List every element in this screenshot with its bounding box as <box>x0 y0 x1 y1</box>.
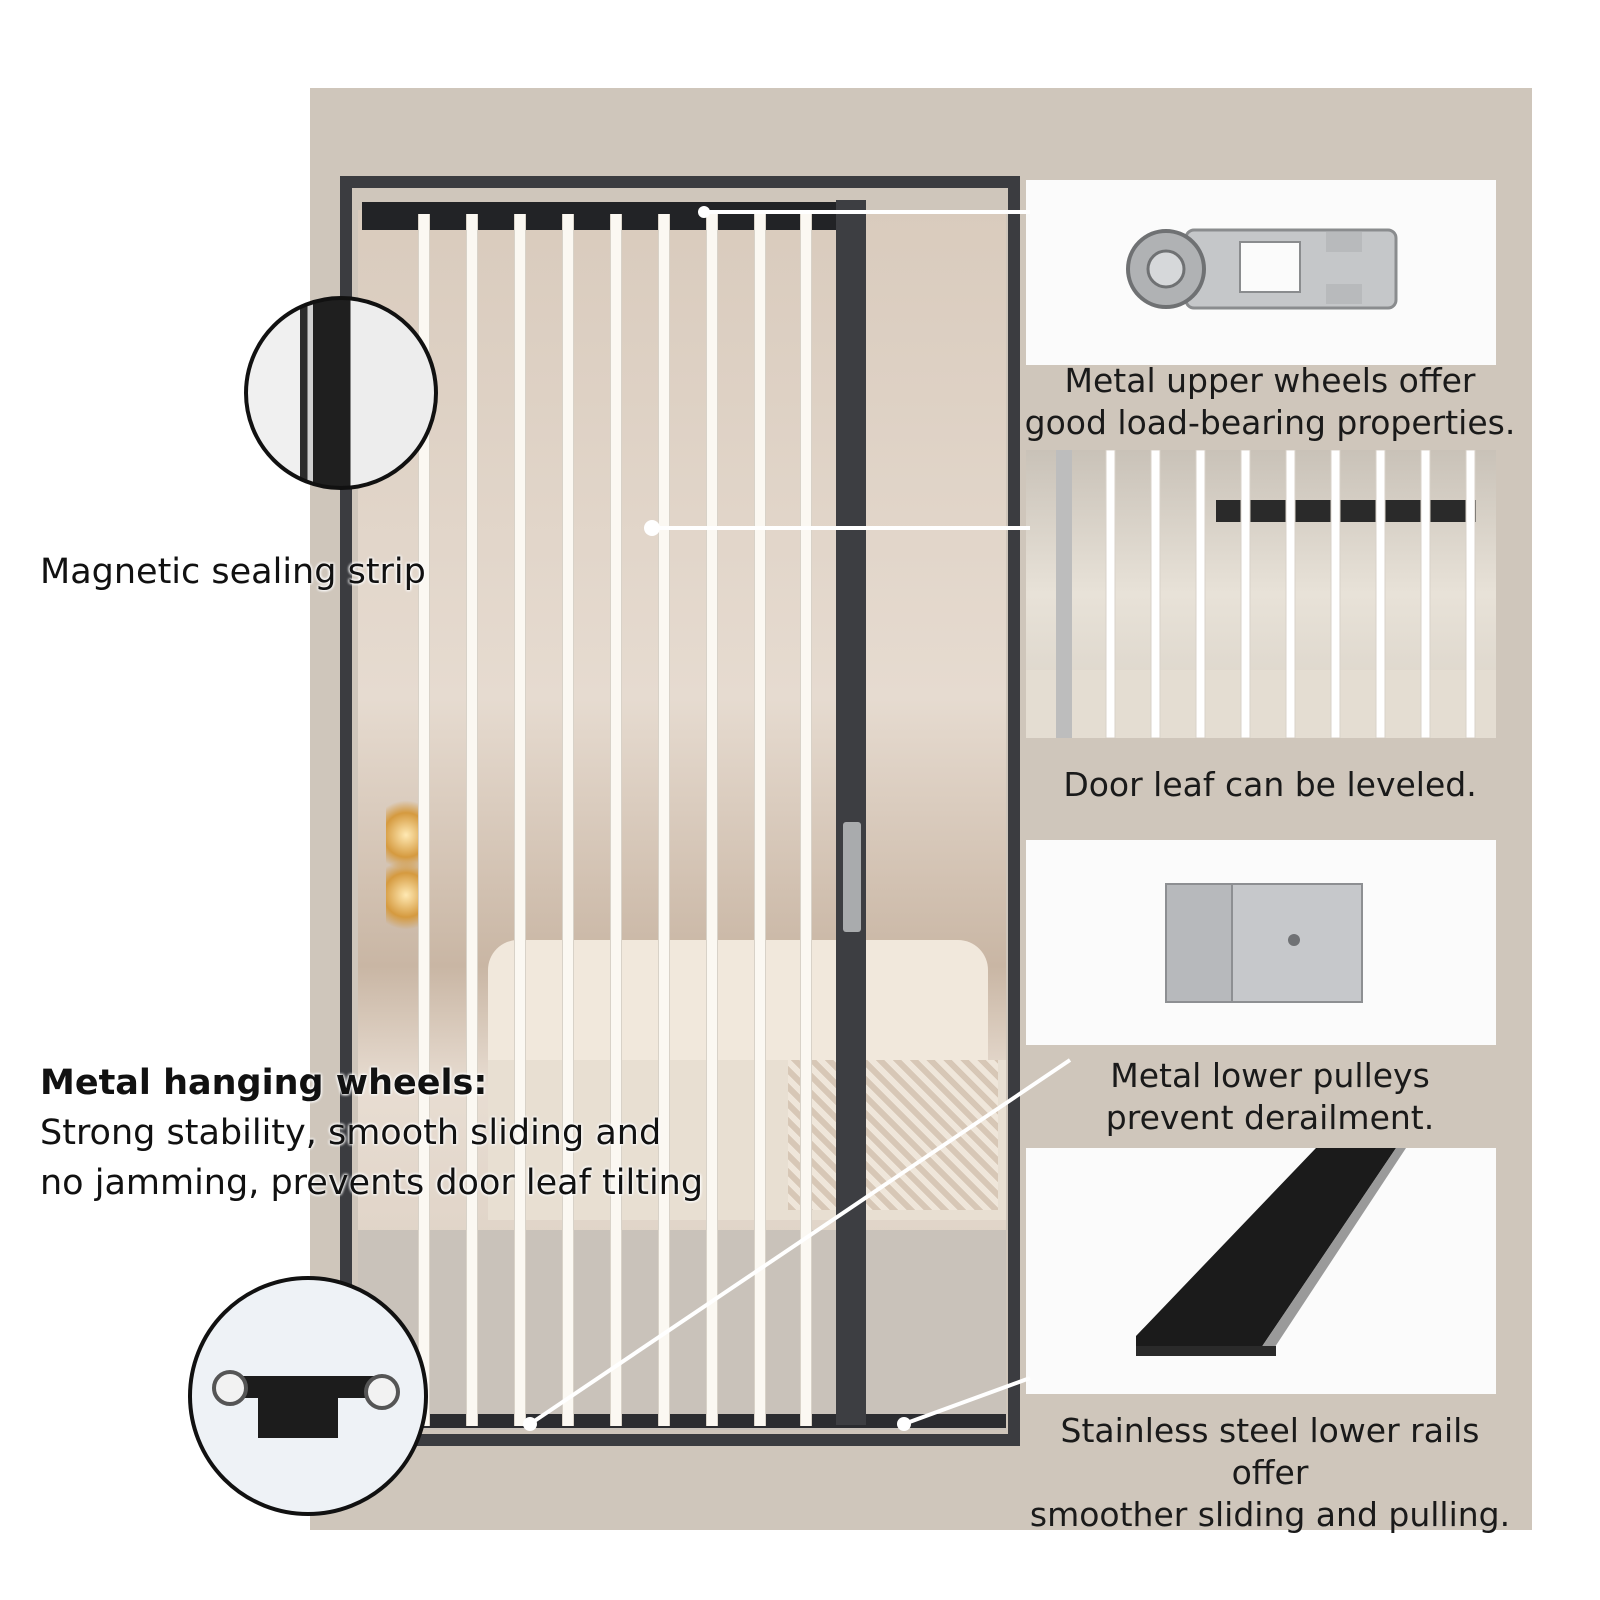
caption-line: prevent derailment. <box>1105 1098 1435 1137</box>
label-title: Metal hanging wheels: <box>40 1063 488 1103</box>
door-rod <box>706 214 718 1426</box>
door-rod <box>800 214 812 1426</box>
door-rod <box>418 214 430 1426</box>
door-stile <box>836 200 866 1425</box>
label-hanging-wheels: Metal hanging wheels: Strong stability, … <box>40 1058 800 1208</box>
caption-upper-wheels: Metal upper wheels offer good load-beari… <box>1020 360 1520 444</box>
lower-pulley-image <box>1026 840 1496 1045</box>
door-frame <box>340 176 1020 1446</box>
caption-line: smoother sliding and pulling. <box>1029 1495 1511 1534</box>
magnetic-strip-zoom <box>244 296 438 490</box>
caption-lower-pulleys: Metal lower pulleys prevent derailment. <box>1020 1055 1520 1139</box>
label-line: Strong stability, smooth sliding and <box>40 1113 662 1153</box>
lower-rail-icon <box>1136 1148 1406 1356</box>
leveled-door-image <box>1026 449 1496 739</box>
door-rod <box>658 214 670 1426</box>
kitchen-view-icon <box>1026 449 1496 739</box>
caption-line: Door leaf can be leveled. <box>1063 765 1477 804</box>
door-rod <box>514 214 526 1426</box>
caption-line: Stainless steel lower rails offer <box>1060 1411 1480 1492</box>
door-rod <box>562 214 574 1426</box>
lower-rail-image <box>1026 1148 1496 1394</box>
caption-line: good load-bearing properties. <box>1024 403 1516 442</box>
label-line: no jamming, prevents door leaf tilting <box>40 1163 704 1203</box>
upper-wheel-image <box>1026 180 1496 365</box>
door-rod <box>466 214 478 1426</box>
door-rod <box>754 214 766 1426</box>
hanging-wheel-icon <box>212 1370 400 1438</box>
caption-line: Metal upper wheels offer <box>1064 361 1476 400</box>
caption-line: Metal lower pulleys <box>1110 1056 1430 1095</box>
door-handle <box>843 822 861 932</box>
hanging-wheel-zoom <box>188 1276 428 1516</box>
label-magnetic-strip: Magnetic sealing strip <box>40 552 426 592</box>
throw-blanket <box>788 1060 998 1210</box>
caption-door-leveled: Door leaf can be leveled. <box>1020 764 1520 806</box>
caption-lower-rails: Stainless steel lower rails offer smooth… <box>1020 1410 1520 1536</box>
upper-wheel-icon <box>1126 228 1398 310</box>
lower-pulley-icon <box>1165 883 1363 1003</box>
door-rod <box>610 214 622 1426</box>
